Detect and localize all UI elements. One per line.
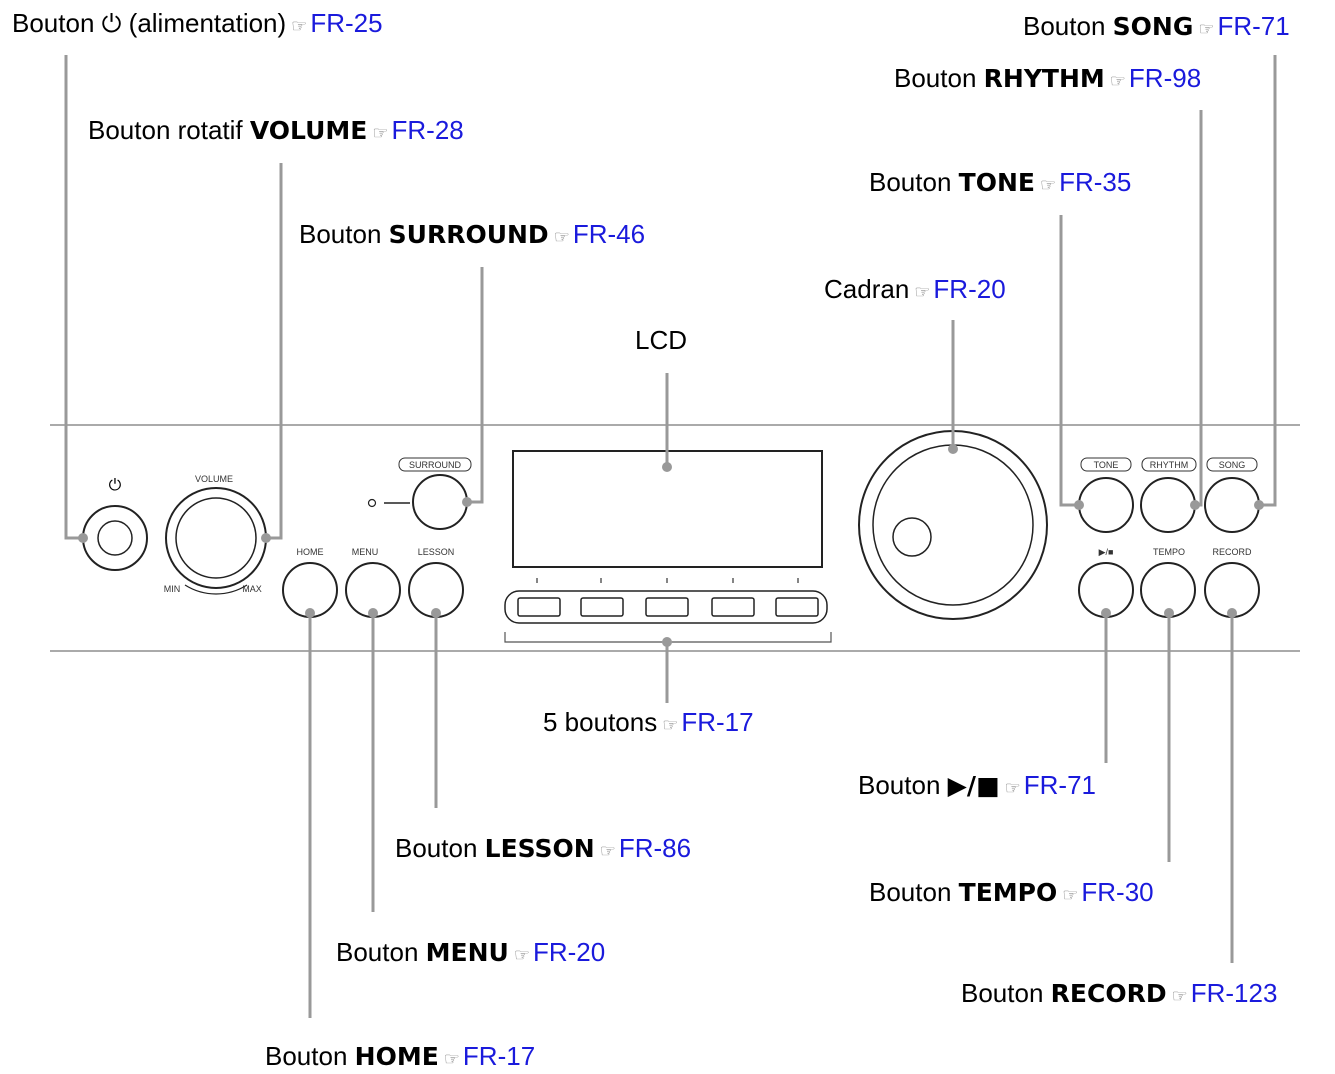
callout-record: Bouton RECORD☞FR-123 — [961, 978, 1278, 1008]
volume-min-label: MIN — [164, 584, 181, 594]
reference-hand-icon: ☞ — [1062, 885, 1079, 905]
callout-surround: Bouton SURROUND☞FR-46 — [299, 219, 646, 249]
callout-dial: Cadran☞FR-20 — [824, 274, 1006, 304]
ref-link-menu[interactable]: FR-20 — [532, 937, 606, 967]
ref-link-home[interactable]: FR-17 — [462, 1041, 536, 1071]
ref-link-tone[interactable]: FR-35 — [1059, 167, 1132, 197]
ref-link-record[interactable]: FR-123 — [1190, 978, 1278, 1008]
song-button[interactable] — [1204, 477, 1260, 533]
reference-hand-icon: ☞ — [1004, 778, 1021, 798]
reference-hand-icon: ☞ — [372, 123, 389, 143]
reference-hand-icon: ☞ — [1198, 19, 1215, 39]
surround-button[interactable] — [412, 474, 468, 530]
reference-hand-icon: ☞ — [1109, 71, 1126, 91]
callout-menu: Bouton MENU☞FR-20 — [336, 937, 606, 967]
function-button-5[interactable] — [775, 597, 819, 617]
leader-endpoints — [78, 444, 1264, 647]
power-symbol-icon: ⏻ — [101, 9, 122, 38]
reference-hand-icon: ☞ — [291, 16, 308, 36]
callout-tone: Bouton TONE☞FR-35 — [869, 167, 1132, 197]
volume-knob[interactable] — [165, 487, 267, 595]
volume-panel-label: VOLUME — [195, 474, 233, 484]
function-button-1[interactable] — [517, 597, 561, 617]
tone-panel-label: TONE — [1094, 460, 1119, 470]
ref-link-five-buttons[interactable]: FR-17 — [681, 707, 754, 737]
volume-max-label: MAX — [242, 584, 262, 594]
leader-lines — [64, 55, 1277, 1018]
function-button-3[interactable] — [645, 597, 689, 617]
play-stop-icon: ▶/■ — [947, 771, 1000, 800]
tone-label-box — [1080, 457, 1132, 472]
reference-hand-icon: ☞ — [914, 282, 931, 302]
reference-hand-icon: ☞ — [599, 841, 616, 861]
function-button-4[interactable] — [711, 597, 755, 617]
function-button-2[interactable] — [580, 597, 624, 617]
ref-link-power[interactable]: FR-25 — [310, 8, 383, 38]
callout-lesson: Bouton LESSON☞FR-86 — [395, 833, 692, 863]
callout-home: Bouton HOME☞FR-17 — [265, 1041, 536, 1071]
lesson-panel-label: LESSON — [418, 547, 455, 557]
ref-link-volume[interactable]: FR-28 — [391, 115, 464, 145]
power-panel-label: ⏻ — [109, 475, 122, 494]
callout-power: Bouton ⏻ (alimentation)☞FR-25 — [12, 8, 383, 38]
tone-button[interactable] — [1078, 477, 1134, 533]
surround-label-box — [398, 457, 472, 472]
reference-hand-icon: ☞ — [513, 945, 530, 965]
ref-link-play-stop[interactable]: FR-71 — [1023, 770, 1097, 800]
reference-hand-icon: ☞ — [1039, 175, 1057, 195]
song-panel-label: SONG — [1219, 460, 1246, 470]
reference-hand-icon: ☞ — [662, 715, 679, 735]
surround-panel-label: SURROUND — [409, 460, 462, 470]
reference-hand-icon: ☞ — [443, 1049, 460, 1069]
home-panel-label: HOME — [297, 547, 324, 557]
callout-tempo: Bouton TEMPO☞FR-30 — [869, 877, 1154, 907]
callout-lcd: LCD — [635, 325, 688, 355]
rhythm-label-box — [1141, 457, 1197, 472]
ref-link-dial[interactable]: FR-20 — [933, 274, 1006, 304]
callout-rhythm: Bouton RHYTHM☞FR-98 — [894, 63, 1202, 93]
reference-hand-icon: ☞ — [553, 227, 570, 247]
ref-link-rhythm[interactable]: FR-98 — [1128, 63, 1202, 93]
callout-song: Bouton SONG☞FR-71 — [1023, 11, 1290, 41]
play-stop-panel-label: ▶/■ — [1099, 547, 1114, 557]
menu-panel-label: MENU — [352, 547, 379, 557]
callout-play-stop: Bouton ▶/■☞FR-71 — [858, 770, 1097, 800]
callout-volume: Bouton rotatif VOLUME☞FR-28 — [88, 115, 464, 145]
rhythm-button[interactable] — [1140, 477, 1196, 533]
power-button[interactable] — [82, 505, 148, 571]
rhythm-panel-label: RHYTHM — [1150, 460, 1189, 470]
callout-five-buttons: 5 boutons☞FR-17 — [543, 707, 754, 737]
dial[interactable] — [858, 430, 1048, 620]
ref-link-song[interactable]: FR-71 — [1217, 11, 1290, 41]
tempo-panel-label: TEMPO — [1153, 547, 1185, 557]
ref-link-surround[interactable]: FR-46 — [572, 219, 646, 249]
reference-hand-icon: ☞ — [1171, 986, 1188, 1006]
lcd-ticks — [536, 578, 799, 583]
five-buttons-group — [504, 590, 828, 624]
ref-link-tempo[interactable]: FR-30 — [1081, 877, 1154, 907]
surround-indicator — [367, 498, 377, 508]
song-label-box — [1206, 457, 1258, 472]
ref-link-lesson[interactable]: FR-86 — [618, 833, 692, 863]
record-panel-label: RECORD — [1212, 547, 1252, 557]
